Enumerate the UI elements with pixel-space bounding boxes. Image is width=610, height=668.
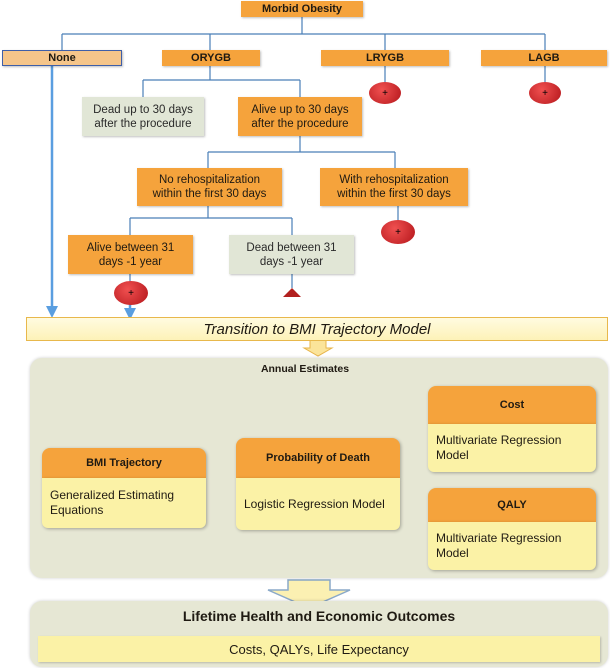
node-dead-31d-1y: Dead between 31 days -1 year [229, 235, 354, 274]
option-lagb: LAGB [481, 50, 607, 66]
option-orygb: ORYGB [162, 50, 260, 66]
cost-header: Cost [428, 386, 596, 424]
markov-node-lagb: + [529, 82, 561, 104]
node-alive-31d-1y: Alive between 31 days -1 year [68, 235, 193, 274]
cost-method: Multivariate Regression Model [428, 424, 596, 472]
markov-node-alive-year: + [114, 281, 148, 305]
option-none: None [2, 50, 122, 66]
node-dead-30-days: Dead up to 30 days after the procedure [82, 97, 204, 136]
qaly-header: QALY [428, 488, 596, 522]
bmi-trajectory-method: Generalized Estimating Equations [42, 478, 206, 528]
node-with-rehospitalization: With rehospitalization within the first … [320, 168, 468, 206]
node-no-rehospitalization: No rehospitalization within the first 30… [137, 168, 282, 206]
root-morbid-obesity: Morbid Obesity [241, 1, 363, 17]
death-terminal-triangle [283, 288, 301, 297]
markov-node-lrygb: + [369, 82, 401, 104]
annual-estimates-title: Annual Estimates [260, 363, 350, 375]
markov-node-rehosp: + [381, 220, 415, 244]
qaly-method: Multivariate Regression Model [428, 522, 596, 570]
option-lrygb: LRYGB [321, 50, 449, 66]
outcomes-list: Costs, QALYs, Life Expectancy [38, 636, 600, 662]
bmi-trajectory-header: BMI Trajectory [42, 448, 206, 478]
probability-of-death-method: Logistic Regression Model [236, 478, 400, 530]
outcomes-title: Lifetime Health and Economic Outcomes [182, 608, 456, 624]
probability-of-death-header: Probability of Death [236, 438, 400, 478]
transition-bar: Transition to BMI Trajectory Model [26, 317, 608, 341]
node-alive-30-days: Alive up to 30 days after the procedure [238, 97, 362, 136]
